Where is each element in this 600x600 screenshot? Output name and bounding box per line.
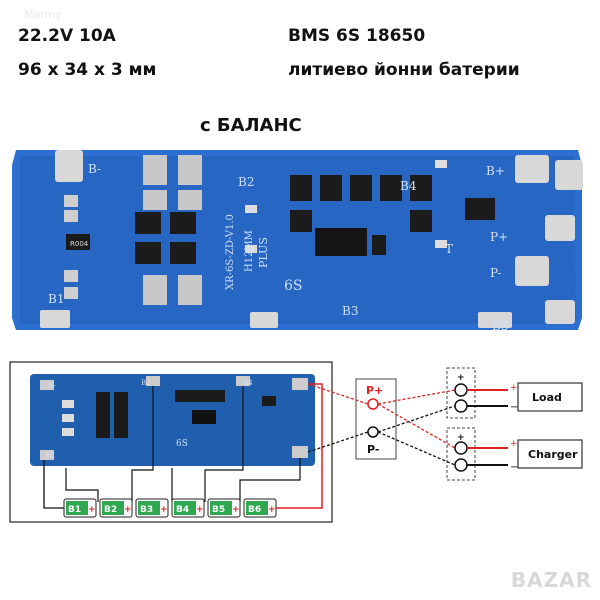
- svg-text:+: +: [457, 373, 465, 383]
- svg-text:+: +: [124, 505, 132, 515]
- mini-silkscreen-cells: 6S: [176, 439, 188, 449]
- svg-text:B3: B3: [140, 505, 153, 515]
- battery-cell-b1: B1 +: [63, 498, 97, 518]
- charger-label: Charger: [528, 448, 578, 461]
- pad-label-b3: B3: [342, 304, 358, 318]
- battery-cell-b5: B5 +: [207, 498, 241, 518]
- mini-pad-b2: B2: [141, 379, 151, 387]
- main-controller-ic: [315, 228, 367, 256]
- silkscreen-plus: PLUS: [257, 237, 270, 268]
- svg-text:B4: B4: [176, 505, 189, 515]
- pad-label-b-minus: B-: [88, 162, 101, 176]
- pad-label-b2: B2: [238, 175, 254, 189]
- mini-pad-b4: B4: [243, 379, 253, 387]
- watermark: BAZAR: [510, 568, 592, 592]
- spec-dimensions: 96 x 34 x 3 мм: [18, 60, 157, 80]
- store-logo: Marmy: [24, 8, 62, 21]
- pad-label-b4: B4: [400, 179, 417, 193]
- mini-pad-b1: B1: [46, 452, 56, 460]
- svg-text:−: −: [510, 462, 518, 473]
- svg-text:B6: B6: [248, 505, 261, 515]
- mini-pad-b-minus: B-: [48, 382, 56, 390]
- battery-cell-b2: B2 +: [99, 498, 133, 518]
- svg-text:+: +: [160, 505, 168, 515]
- pad-label-b-plus: B+: [486, 164, 505, 178]
- svg-text:B5: B5: [212, 505, 225, 515]
- load-label: Load: [532, 391, 562, 404]
- pcb-board: R004 B- B1 B2 B3 B4 B: [12, 150, 583, 333]
- svg-text:B2: B2: [104, 505, 117, 515]
- pad-label-b5: B5: [492, 319, 508, 333]
- balance-feature: с БАЛАНС: [200, 115, 302, 136]
- svg-text:+: +: [510, 383, 518, 393]
- pad-label-p-minus: P-: [490, 266, 501, 280]
- battery-cell-b3: B3 +: [135, 498, 169, 518]
- silkscreen-cells: 6S: [284, 278, 303, 294]
- chip-marking: R004: [70, 240, 89, 248]
- svg-text:+: +: [510, 439, 518, 449]
- terminal-p-plus: P+: [366, 384, 383, 397]
- svg-text:+: +: [88, 505, 96, 515]
- battery-cell-b6: B6 +: [243, 498, 277, 518]
- charger-box: [517, 439, 583, 469]
- pad-label-p-plus: P+: [490, 230, 508, 244]
- shunt-resistor: [66, 234, 90, 250]
- svg-text:+: +: [457, 433, 465, 443]
- svg-text:+: +: [232, 505, 240, 515]
- svg-text:B1: B1: [68, 505, 81, 515]
- svg-text:+: +: [268, 505, 276, 515]
- svg-text:−: −: [510, 402, 518, 413]
- pad-label-t: T: [445, 242, 453, 256]
- spec-voltage-current: 22.2V 10A: [18, 26, 116, 46]
- silkscreen-size: H12MM: [244, 230, 255, 272]
- wiring-diagram: B- B1 B2 B4 6S B1 + B2 + B3 +: [9, 361, 583, 523]
- terminal-p-minus: P-: [367, 443, 379, 456]
- cell-chemistry: литиево йонни батерии: [288, 60, 520, 80]
- battery-cell-b4: B4 +: [171, 498, 205, 518]
- load-box: [517, 382, 583, 412]
- pad-label-b1: B1: [48, 292, 64, 306]
- svg-text:+: +: [196, 505, 204, 515]
- product-model: BMS 6S 18650: [288, 26, 426, 46]
- silkscreen-model: XR-6S-ZD-V1.0: [225, 214, 236, 290]
